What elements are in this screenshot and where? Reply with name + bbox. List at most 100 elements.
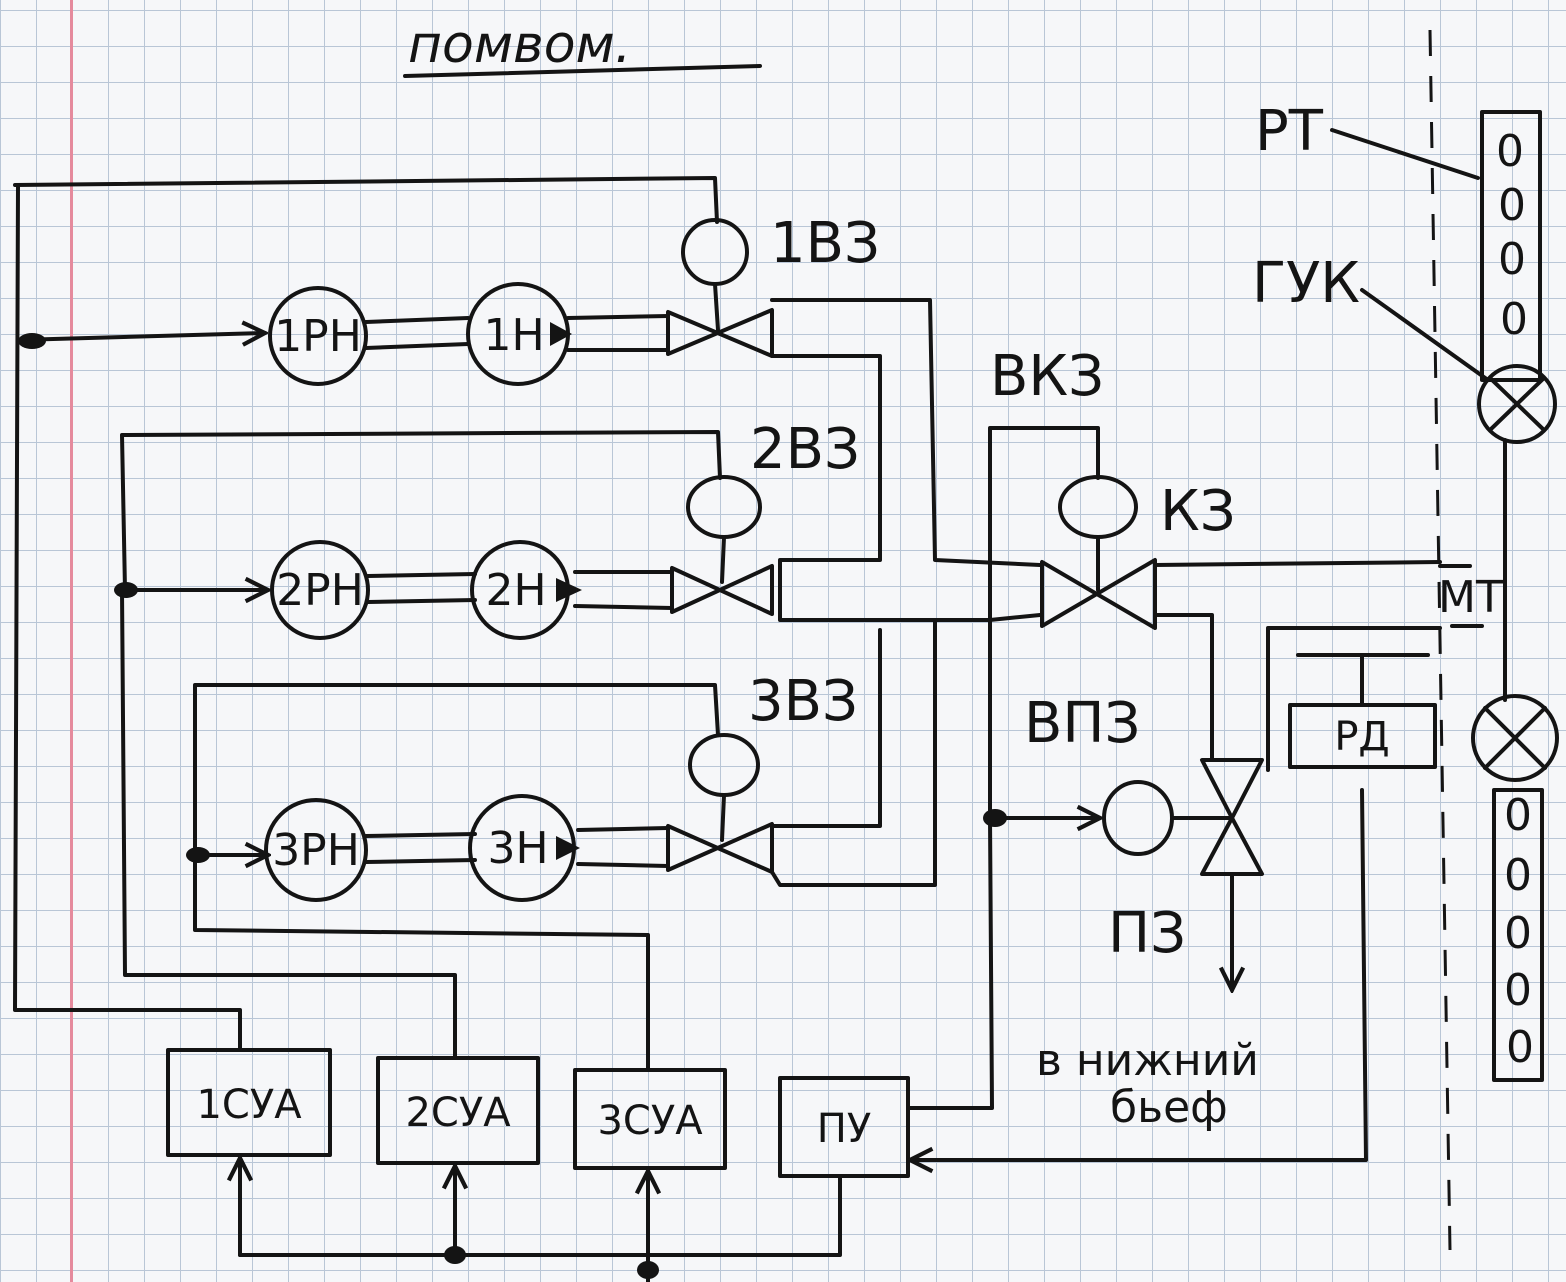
gauge-mark-6: 0 [1504,850,1532,901]
leader-rt [1330,128,1480,180]
box-2sua [376,1056,540,1165]
label-lower-1: в нижний [1036,1035,1259,1086]
title-underline [403,64,762,78]
label-3n: 3Н [487,823,548,874]
circle-2rn [270,540,370,640]
pump-line-1: 1ВЗ 1РН 1Н [13,176,1042,622]
label-3vz: 3ВЗ [748,669,858,734]
label-lower-2: бьеф [1110,1082,1228,1133]
key-valve-group: ВКЗ КЗ [988,344,1442,820]
pump-outlet-2 [556,578,582,602]
circle-1rn [268,286,368,386]
circle-3rn [264,798,368,902]
control-wire-1 [13,176,719,224]
gauge-mark-9: 0 [1506,1022,1534,1073]
pipe-2 [573,570,674,610]
label-kz: КЗ [1160,479,1236,544]
gauge-mark-3: 0 [1498,234,1526,285]
label-3rn: 3РН [272,825,360,876]
pressure-valve-group: ВПЗ ПЗ в нижний бьеф [983,691,1264,1133]
box-pu [778,1076,910,1178]
gauge-mark-1: 0 [1496,126,1524,177]
node-dot-3 [186,847,210,863]
label-3sua: 3СУА [597,1098,703,1144]
wire-sua2 [120,588,457,1060]
actuator-stem-1 [713,282,720,332]
lamp-upper [1477,364,1557,444]
label-1rn: 1РН [274,311,362,362]
pump-outlet-3 [556,836,580,860]
pipe-3 [576,826,670,868]
gauge-mark-8: 0 [1504,965,1532,1016]
wire-sua3 [193,853,650,1072]
gauge-mark-2: 0 [1498,180,1526,231]
actuator-stem-3 [720,793,726,842]
label-mt: МТ [1438,572,1503,623]
gauge-mark-5: 0 [1504,790,1532,841]
control-wire-3 [193,683,720,857]
shaft-2 [366,572,477,604]
label-rt: РТ [1255,99,1324,164]
actuator-3vz [688,733,760,797]
valve-kz [1040,558,1157,630]
pipe-1 [566,314,670,352]
lamp-lower [1471,694,1559,782]
actuator-stem-2 [720,535,726,584]
box-rd [1288,703,1437,769]
mt-ticks [1438,564,1484,628]
valve-3 [666,822,774,874]
pu-input-wire [908,816,994,1110]
signal-arrow-1 [16,333,265,340]
leader-guk [1360,288,1490,382]
valve-1 [666,308,774,358]
pipe-kz-out [1153,560,1442,762]
margin-line [70,0,73,1282]
shaft-3 [364,832,477,864]
label-vpz: ВПЗ [1024,691,1140,756]
label-guk: ГУК [1252,251,1360,316]
pump-line-3: 3ВЗ 3РН 3Н [186,618,937,902]
node-dot-1 [18,333,46,349]
lamp-upper-cross [1488,376,1546,432]
node-dot-2 [114,582,138,598]
pressure-relay-group: РД [908,626,1442,1160]
rd-feedback [910,788,1368,1160]
gauge-upper [1480,110,1542,382]
label-rd: РД [1334,714,1389,760]
valve-2 [670,564,774,616]
bus-node-2 [637,1261,659,1279]
box-3sua [573,1068,727,1170]
label-1n: 1Н [483,310,544,361]
command-bus [238,1174,842,1257]
label-vkz: ВКЗ [990,344,1104,409]
gauge-mark-4: 0 [1500,294,1528,345]
bus-node-1 [444,1246,466,1264]
lamp-lower-cross [1483,706,1547,770]
actuator-vkz [1058,475,1138,539]
actuator-2vz [686,475,762,539]
actuator-1vz [681,218,749,286]
rd-pipe [1266,626,1442,772]
gauge-mark-7: 0 [1504,908,1532,959]
control-wire-2 [120,430,722,592]
label-2sua: 2СУА [405,1090,511,1136]
pump-outlet-1 [550,322,572,346]
actuator-vpz [1102,780,1174,856]
gauge-lower [1492,788,1544,1082]
dashed-boundary [1428,29,1452,1251]
label-pu: ПУ [817,1106,871,1152]
label-pz: ПЗ [1108,901,1186,966]
outlet-pipe-3 [770,618,937,887]
pump-line-2: 2ВЗ 2РН 2Н [114,417,860,640]
shaft-1 [364,316,470,350]
label-2vz: 2ВЗ [750,417,860,482]
label-2rn: 2РН [276,565,364,616]
label-1sua: 1СУА [196,1082,302,1128]
wire-vkz [988,426,1100,820]
label-1vz: 1ВЗ [770,211,880,276]
label-2n: 2Н [485,565,546,616]
wire-sua1 [13,183,242,1052]
box-1sua [166,1048,332,1157]
